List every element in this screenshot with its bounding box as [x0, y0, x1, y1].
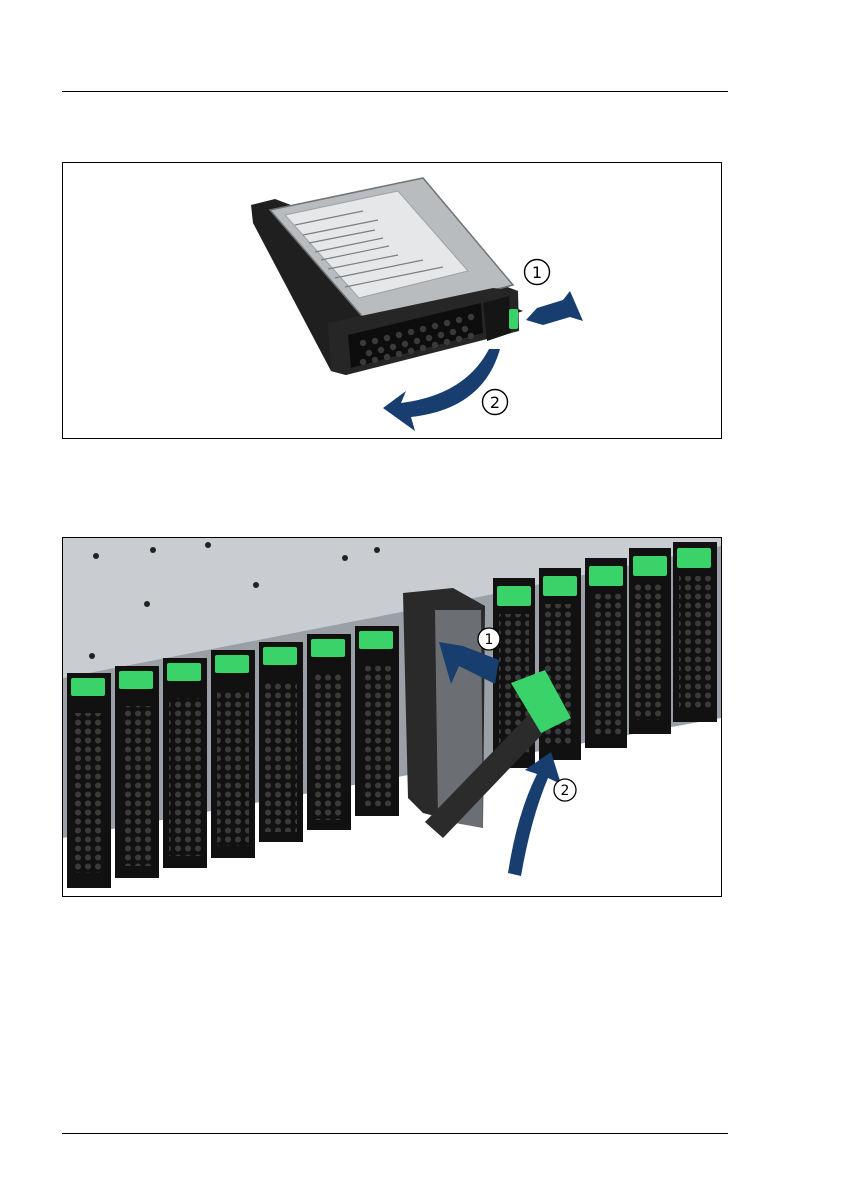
callout-2: 2 [483, 390, 508, 415]
callout-2-label: 2 [561, 783, 570, 799]
callout-1-label: 1 [485, 632, 494, 648]
drive-handle [483, 296, 511, 341]
footer-rule [62, 1133, 728, 1134]
release-latch [509, 309, 518, 329]
callout-2-label: 2 [490, 393, 500, 412]
callout-2: 2 [554, 779, 576, 801]
header-rule [62, 91, 728, 92]
swing-arrow [383, 349, 500, 431]
server-front-illustration: 1 2 [63, 538, 721, 896]
hdd-module-illustration: 1 2 [63, 163, 721, 438]
lift-arrow [508, 752, 561, 876]
figure-hdd-module: 1 2 [62, 162, 722, 439]
callout-1: 1 [525, 260, 550, 285]
callout-1: 1 [478, 628, 500, 650]
push-arrow [526, 291, 583, 325]
callout-1-label: 1 [532, 263, 542, 282]
figure-server-drive-bays: 1 2 [62, 537, 722, 897]
